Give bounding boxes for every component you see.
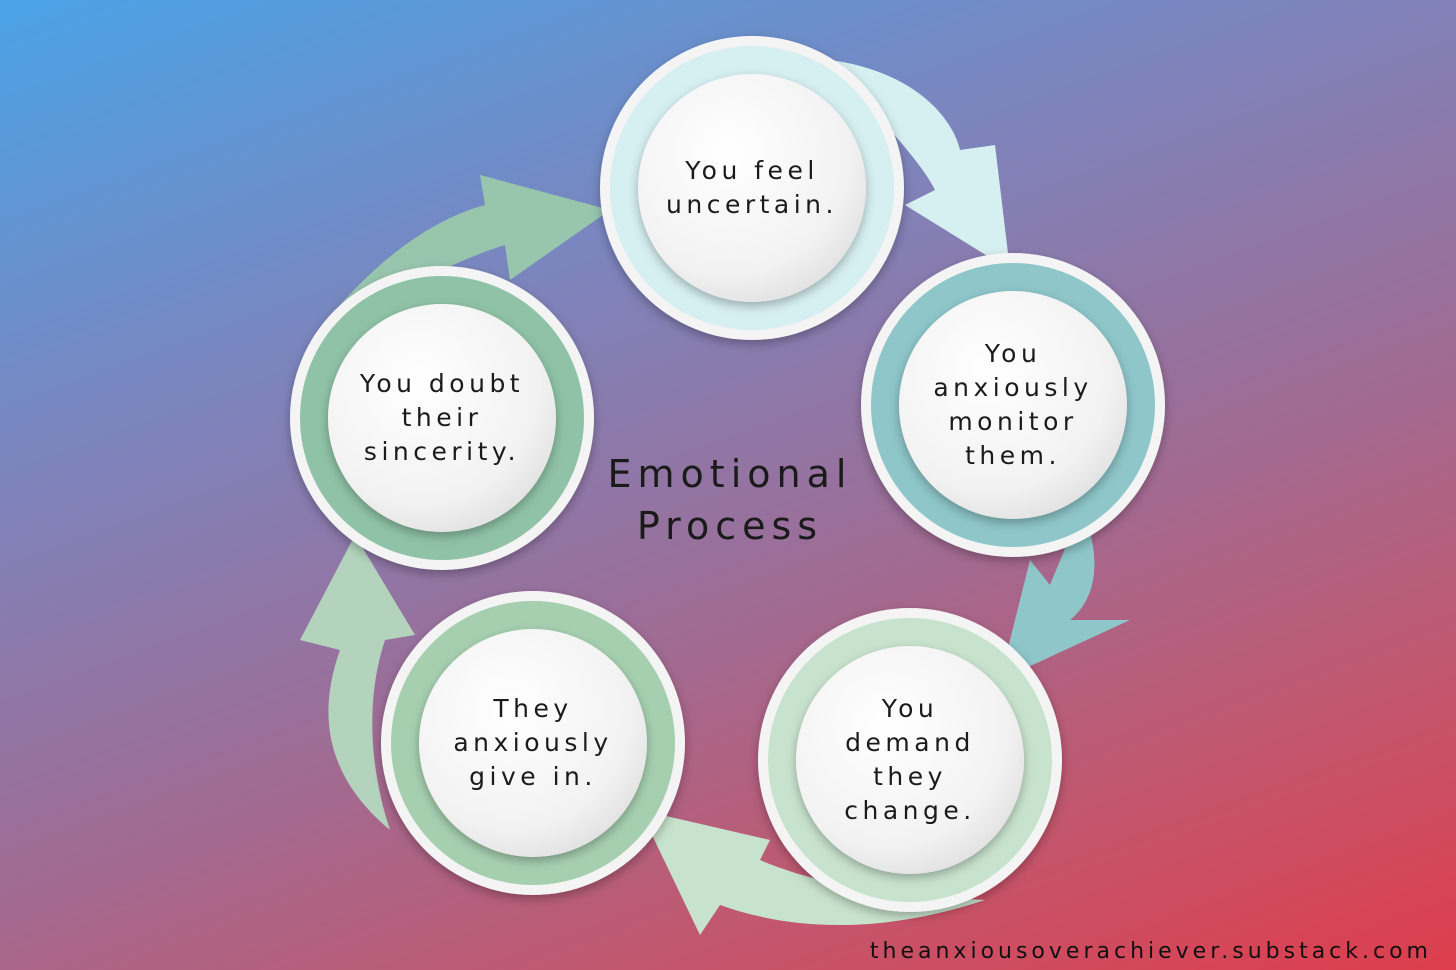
node-demand-change-inner-circle bbox=[796, 646, 1024, 874]
node-doubt-sincerity-inner-circle bbox=[328, 304, 556, 532]
node-doubt-sincerity bbox=[290, 266, 594, 570]
footer-url: theanxiousoverachiever.substack.com bbox=[869, 939, 1432, 964]
arrow-1-to-2 bbox=[830, 60, 1010, 270]
node-feel-uncertain-inner-circle bbox=[638, 74, 866, 302]
arrow-4-to-5 bbox=[300, 535, 415, 830]
center-title: Emotional Process bbox=[607, 452, 853, 548]
node-anxiously-monitor-inner-circle bbox=[899, 291, 1127, 519]
node-feel-uncertain bbox=[600, 36, 904, 340]
node-give-in bbox=[381, 591, 685, 895]
node-feel-uncertain-label: You feel uncertain. bbox=[666, 156, 838, 219]
node-demand-change-label: You demand they change. bbox=[844, 694, 976, 825]
arrow-2-to-3 bbox=[1000, 505, 1130, 680]
node-anxiously-monitor bbox=[861, 253, 1165, 557]
node-give-in-inner-circle bbox=[419, 629, 647, 857]
node-demand-change bbox=[758, 608, 1062, 912]
node-anxiously-monitor-label: You anxiously monitor them. bbox=[933, 339, 1093, 470]
node-doubt-sincerity-label: You doubt their sincerity. bbox=[359, 369, 525, 466]
node-give-in-label: They anxiously give in. bbox=[453, 694, 613, 791]
